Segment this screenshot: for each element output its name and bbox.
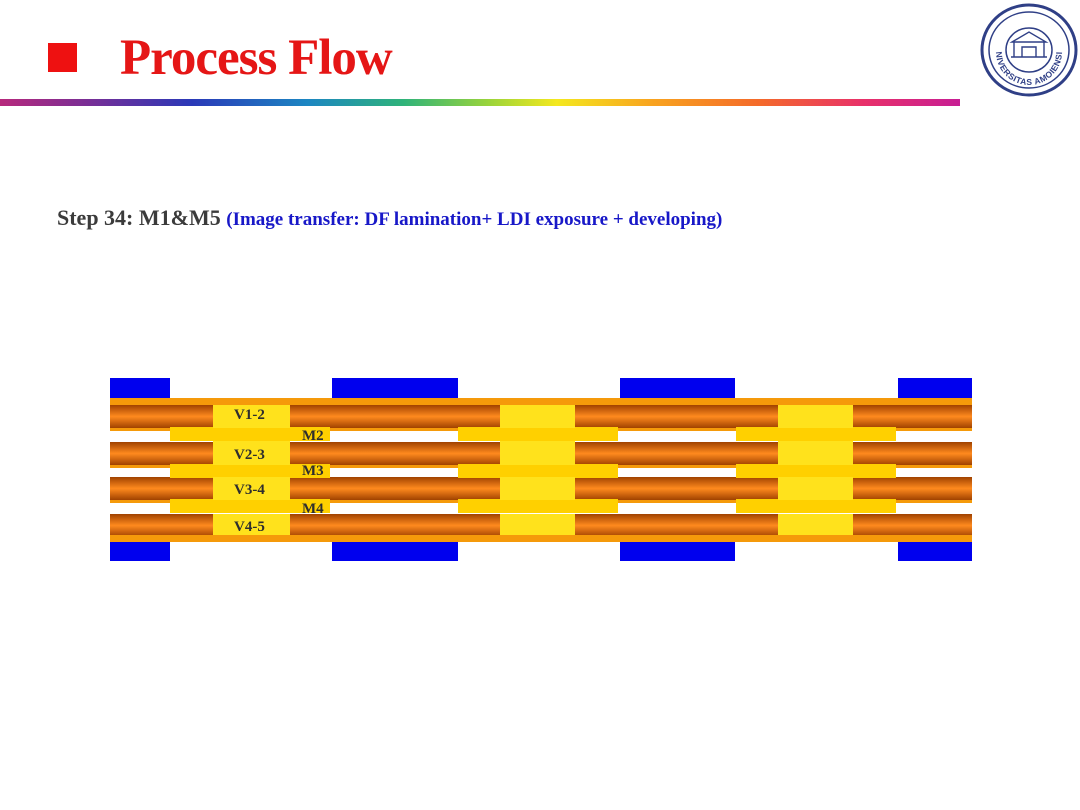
photoresist-bottom	[898, 542, 972, 561]
photoresist-top	[110, 378, 170, 398]
via-fill	[213, 514, 290, 535]
photoresist-bottom	[620, 542, 735, 561]
step-prefix: Step 34: M1&M5	[57, 205, 221, 230]
copper-pad	[458, 499, 618, 513]
via-label: V1-2	[234, 407, 265, 423]
via-label: V2-3	[234, 447, 265, 463]
via-label: V3-4	[234, 482, 265, 498]
via-fill	[213, 441, 290, 465]
via-fill	[778, 405, 853, 428]
step-heading: Step 34: M1&M5 (Image transfer: DF lamin…	[57, 205, 722, 231]
via-fill	[500, 405, 575, 428]
metal-label: M3	[302, 463, 324, 479]
photoresist-top	[620, 378, 735, 398]
step-description: (Image transfer: DF lamination+ LDI expo…	[226, 209, 723, 230]
via-label: V4-5	[234, 519, 265, 535]
photoresist-bottom	[332, 542, 458, 561]
outer-copper-foil-bottom	[110, 535, 972, 542]
via-fill	[213, 405, 290, 428]
copper-pad	[170, 464, 330, 478]
copper-pad	[458, 464, 618, 478]
outer-copper-foil-top	[110, 398, 972, 405]
page-title: Process Flow	[120, 30, 393, 86]
photoresist-bottom	[110, 542, 170, 561]
photoresist-top	[898, 378, 972, 398]
via-fill	[500, 514, 575, 535]
via-fill	[778, 441, 853, 465]
metal-label: M4	[302, 501, 324, 517]
via-fill	[500, 477, 575, 500]
metal-label: M2	[302, 428, 324, 444]
copper-pad	[170, 499, 330, 513]
copper-pad	[736, 499, 896, 513]
rainbow-divider	[0, 99, 960, 106]
title-bullet	[48, 43, 77, 72]
copper-pad	[170, 427, 330, 441]
copper-pad	[458, 427, 618, 441]
via-fill	[778, 477, 853, 500]
copper-pad	[736, 464, 896, 478]
via-fill	[213, 477, 290, 500]
via-fill	[778, 514, 853, 535]
photoresist-top	[332, 378, 458, 398]
copper-pad	[736, 427, 896, 441]
via-fill	[500, 441, 575, 465]
